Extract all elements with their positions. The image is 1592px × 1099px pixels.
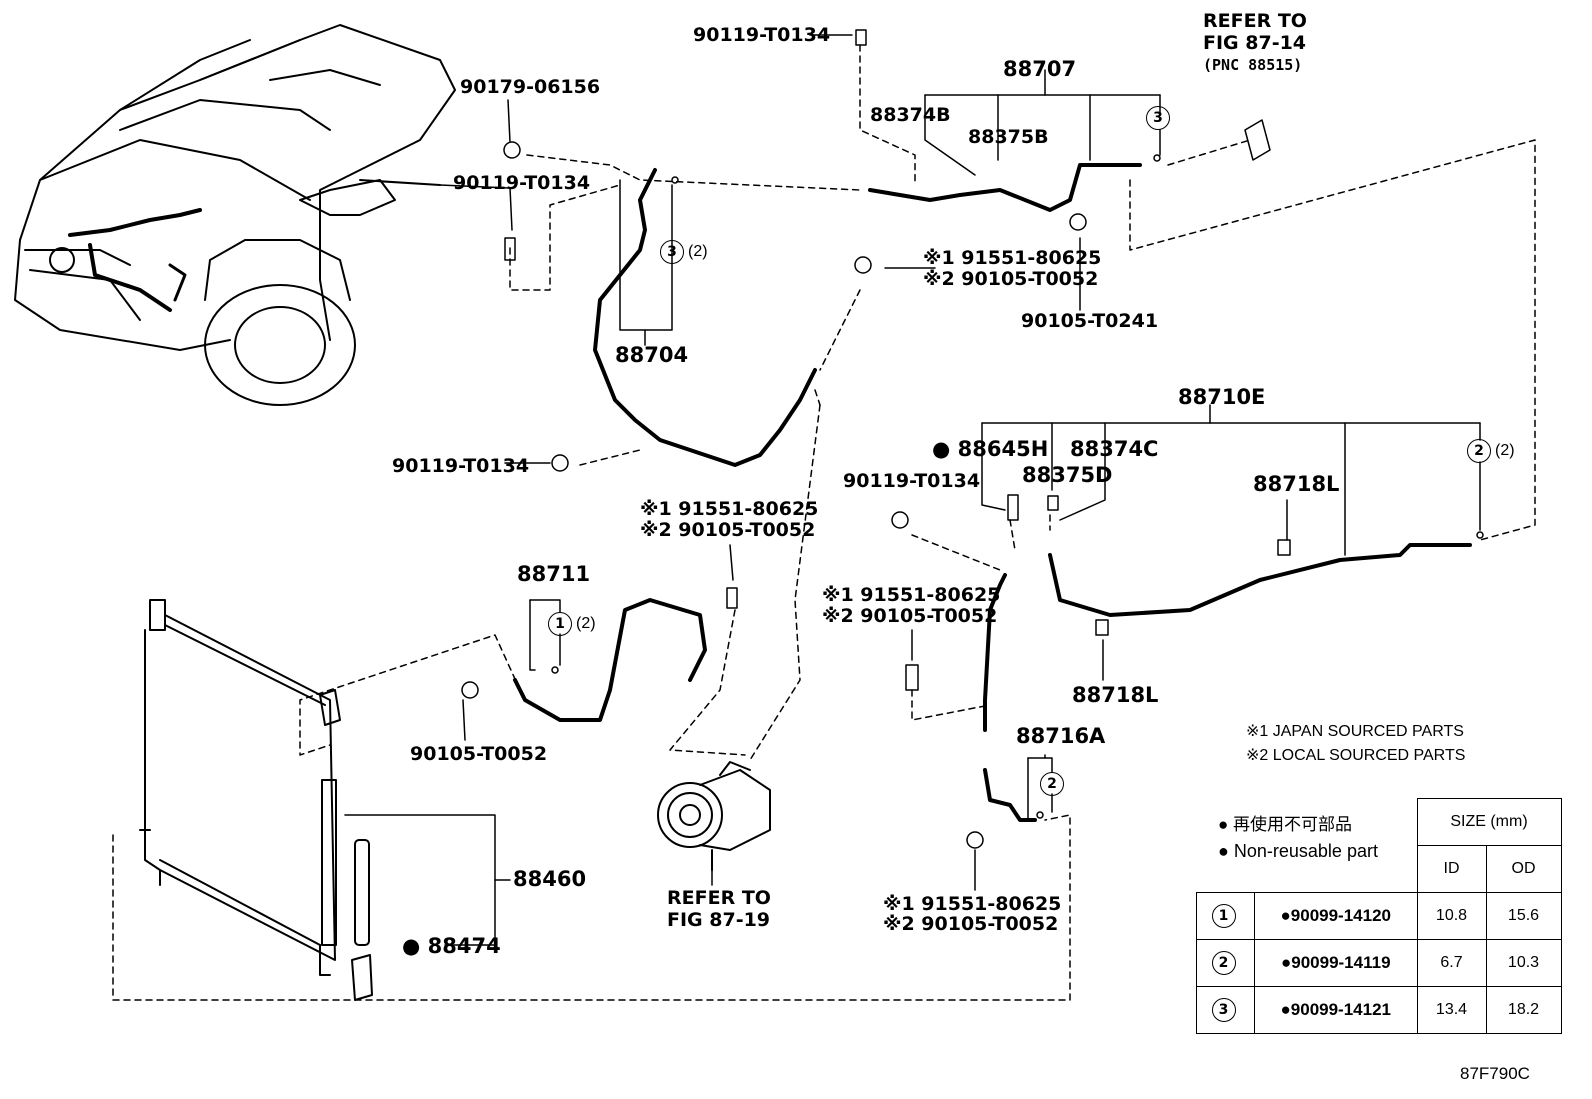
table-row: 2 ●90099-14119 6.7 10.3 [1196, 939, 1562, 987]
filled-circle-icon: ● [1218, 841, 1234, 861]
legend-japan-sourced: ※1 JAPAN SOURCED PARTS [1246, 723, 1464, 740]
label-90119-T0134-right: 90119-T0134 [843, 470, 981, 492]
label-88474: ● 88474 [402, 934, 501, 958]
note-japan-91551-80625-a: ※1 91551-80625 [923, 247, 1102, 269]
dashed-leaders [112, 44, 1536, 1001]
refer-fig-87-19-number: FIG 87-19 [667, 909, 771, 931]
note-local-90105-T0052-d: ※2 90105-T0052 [883, 913, 1059, 935]
condenser-88460 [139, 599, 373, 1001]
legend-nonreusable-en: ● Non-reusable part [1218, 841, 1378, 861]
label-88374B: 88374B [870, 104, 951, 126]
label-88710E: 88710E [1178, 385, 1266, 409]
label-88374C: 88374C [1070, 437, 1159, 461]
col-od-header: OD [1485, 845, 1562, 893]
label-88375B: 88375B [968, 126, 1049, 148]
label-88716A: 88716A [1016, 724, 1106, 748]
label-88460: 88460 [513, 867, 587, 891]
figure-code: 87F790C [1460, 1064, 1530, 1083]
label-90119-T0134-top: 90119-T0134 [693, 24, 831, 46]
table-row: 3 ●90099-14121 13.4 18.2 [1196, 986, 1562, 1034]
label-90105-T0052: 90105-T0052 [410, 743, 548, 765]
label-88645H: ● 88645H [932, 437, 1049, 461]
refer-fig-87-14-number: FIG 87-14 [1203, 32, 1307, 54]
note-local-90105-T0052-b: ※2 90105-T0052 [640, 519, 816, 541]
legend-nonreusable-jp: ● 再使用不可部品 [1218, 815, 1352, 834]
ring-mark-3-left: 3(2) [660, 239, 708, 264]
label-88704: 88704 [615, 343, 689, 367]
ring-mark-2-bottom: 2 [1040, 771, 1068, 796]
col-id-header: ID [1416, 845, 1487, 893]
note-japan-91551-80625-c: ※1 91551-80625 [822, 584, 1001, 606]
label-88718L-top: 88718L [1253, 472, 1340, 496]
pipe-lines [513, 163, 1472, 822]
filled-circle-icon: ● [1218, 815, 1233, 834]
note-local-90105-T0052-a: ※2 90105-T0052 [923, 268, 1099, 290]
ring-mark-3-top: 3 [1146, 105, 1174, 130]
bolts-and-fittings [461, 29, 1484, 849]
label-88718L-bottom: 88718L [1072, 683, 1159, 707]
label-90179-06156: 90179-06156 [460, 76, 601, 98]
legend-local-sourced: ※2 LOCAL SOURCED PARTS [1246, 747, 1466, 764]
table-row: 1 ●90099-14120 10.8 15.6 [1196, 892, 1562, 940]
label-90119-T0134-mid: 90119-T0134 [392, 455, 530, 477]
note-local-90105-T0052-c: ※2 90105-T0052 [822, 605, 998, 627]
note-japan-91551-80625-b: ※1 91551-80625 [640, 498, 819, 520]
truck-illustration [14, 24, 456, 406]
ring-mark-2-right: 2(2) [1467, 438, 1515, 463]
label-90119-T0134-left: 90119-T0134 [453, 172, 591, 194]
label-88375D: 88375D [1022, 463, 1113, 487]
refer-fig-87-14: REFER TO [1203, 10, 1307, 32]
label-90105-T0241: 90105-T0241 [1021, 310, 1159, 332]
note-japan-91551-80625-d: ※1 91551-80625 [883, 893, 1062, 915]
label-88707: 88707 [1003, 57, 1077, 81]
label-88711: 88711 [517, 562, 591, 586]
o-ring-size-table: SIZE (mm) ID OD 1 ●90099-14120 10.8 15.6… [1196, 798, 1562, 1034]
ring-mark-1: 1(2) [548, 611, 596, 636]
compressor [657, 761, 771, 871]
size-header: SIZE (mm) [1416, 798, 1562, 846]
refer-fig-87-19: REFER TO [667, 887, 771, 909]
solid-leaders [344, 34, 1481, 946]
refer-pnc-88515: (PNC 88515) [1203, 56, 1303, 74]
